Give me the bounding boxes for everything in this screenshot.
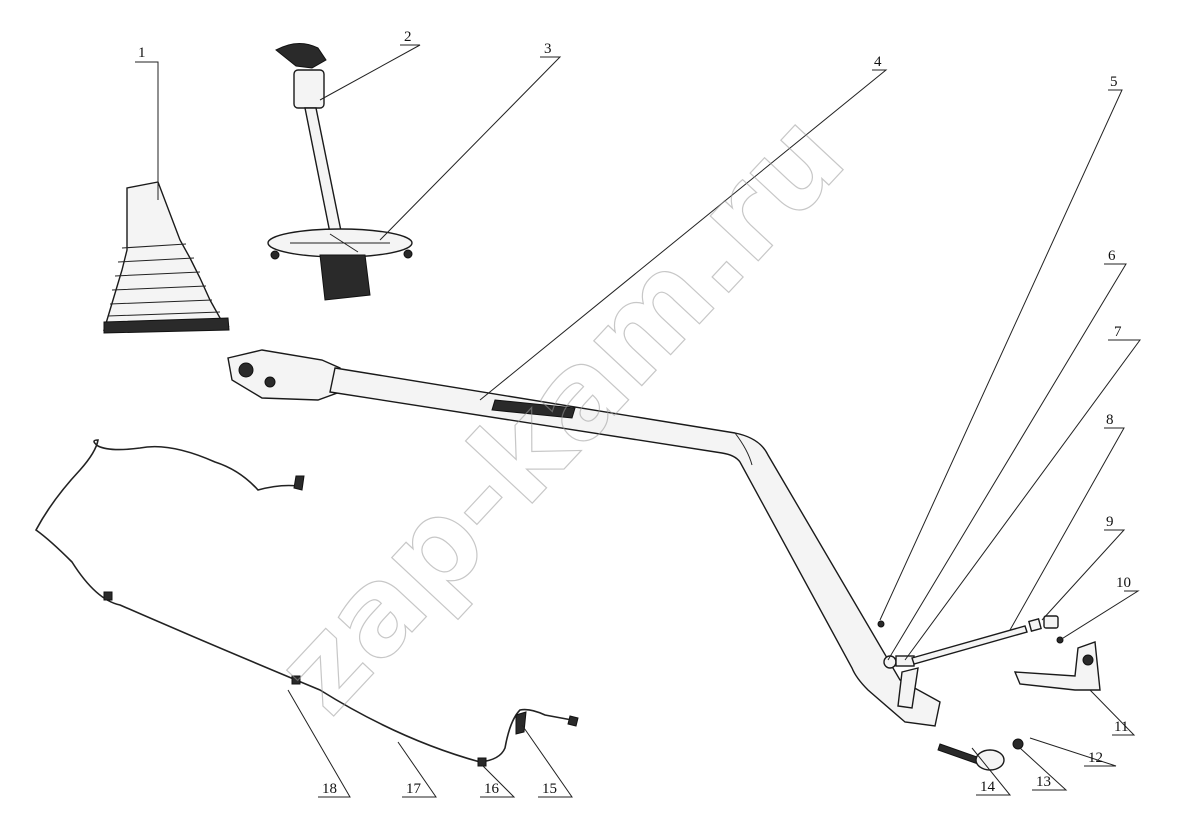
part-4-shift-rod xyxy=(227,349,941,727)
callout-8: 8 xyxy=(1106,412,1114,428)
callout-4: 4 xyxy=(874,54,882,70)
part-5-10-linkage xyxy=(877,615,1064,669)
part-12-14-ball-joint xyxy=(937,738,1024,771)
callout-18: 18 xyxy=(322,781,337,797)
watermark: zap-kam.ru xyxy=(250,87,872,739)
callout-5: 5 xyxy=(1110,74,1118,90)
leader-lines xyxy=(135,44,1141,798)
callout-labels: 1 2 3 4 5 6 7 8 9 10 11 12 13 14 15 16 1… xyxy=(138,29,1131,797)
callout-16: 16 xyxy=(484,781,500,797)
callout-17: 17 xyxy=(406,781,422,797)
callout-15: 15 xyxy=(542,781,557,797)
part-3-lever-base xyxy=(267,228,413,301)
callout-9: 9 xyxy=(1106,514,1114,530)
callout-2: 2 xyxy=(404,29,412,45)
part-1-rubber-boot xyxy=(103,181,230,334)
callout-12: 12 xyxy=(1088,750,1103,766)
callout-1: 1 xyxy=(138,45,146,61)
part-15-18-cable-harness xyxy=(34,439,579,767)
callout-10: 10 xyxy=(1116,575,1131,591)
callout-6: 6 xyxy=(1108,248,1116,264)
callout-11: 11 xyxy=(1114,719,1128,735)
part-2-gear-lever xyxy=(275,43,343,239)
part-11-bracket xyxy=(1013,641,1101,691)
callout-7: 7 xyxy=(1114,324,1122,340)
callout-13: 13 xyxy=(1036,774,1051,790)
callout-3: 3 xyxy=(544,41,552,57)
callout-14: 14 xyxy=(980,779,996,795)
